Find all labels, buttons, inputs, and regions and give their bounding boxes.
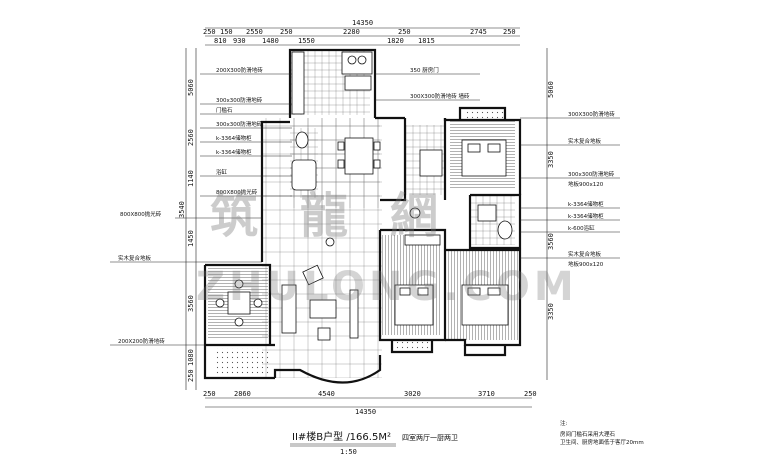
right-dim-3: 3560: [547, 233, 555, 250]
sw-table: [227, 291, 251, 315]
bottom-dimensions: 250 2860 4540 3020 3710 250 14350: [203, 390, 537, 416]
top-sub-dim-5: 1820: [387, 37, 404, 45]
top-sub-dim-6: 1815: [418, 37, 435, 45]
note-right-11: 实木复合地板: [568, 250, 602, 258]
note-right-7: 地板900x120: [568, 180, 604, 188]
furniture: [215, 51, 513, 341]
coffee-table: [309, 299, 337, 319]
note-left-6: k-3364储物柜: [216, 148, 252, 156]
bottom-dim-2: 2860: [234, 390, 251, 398]
plan-scale: 1:50: [340, 448, 357, 456]
note-left-2: 300x300防滑地砖: [216, 96, 263, 104]
top-sub-dim-2: 930: [233, 37, 246, 45]
note-left-5: k-3364储物柜: [216, 134, 252, 142]
note-right-9: k-3364储物柜: [568, 212, 604, 220]
watermark: 筑龍網 ZHULONG.COM: [196, 188, 578, 310]
top-sub-dim-1: 810: [214, 37, 227, 45]
left-dim-5: 1450: [187, 230, 195, 247]
top-dim-2: 150: [220, 28, 233, 36]
top-dimensions: 14350 250 150 2550 250 2280 250 2745 250…: [203, 19, 520, 46]
footnote-line-2: 卫生间、厨房地面低于客厅20mm: [560, 438, 644, 446]
left-dim-8: 250: [187, 369, 195, 382]
top-dim-8: 250: [503, 28, 516, 36]
left-dimensions: 5060 2560 1140 3540 1450 3560 1080 250: [178, 48, 197, 390]
left-dim-2: 2560: [187, 129, 195, 146]
note-right-8: k-3364储物柜: [568, 200, 604, 208]
top-sub-dim-4: 1550: [298, 37, 315, 45]
top-dim-1: 250: [203, 28, 216, 36]
right-dim-1: 5060: [547, 81, 555, 98]
top-total-dim: 14350: [352, 19, 373, 27]
right-dim-4: 3350: [547, 303, 555, 320]
top-dim-3: 2550: [246, 28, 263, 36]
bottom-dim-4: 3020: [404, 390, 421, 398]
plan-title: II#楼B户型 /166.5M²: [292, 430, 391, 443]
plan-subtitle: 四室两厅一厨两卫: [402, 433, 458, 442]
note-left-11: 200X200防滑地砖: [118, 337, 165, 345]
note-right-3: 300X300防滑地砖: [568, 110, 615, 118]
bottom-dim-1: 250: [203, 390, 216, 398]
note-left-7: 浴缸: [216, 168, 228, 176]
bottom-total-dim: 14350: [355, 408, 376, 416]
footnote-line-1: 房间门槛石采用大理石: [560, 430, 616, 438]
note-left-4: 300x300防滑地砖: [216, 120, 263, 128]
top-dim-6: 250: [398, 28, 411, 36]
right-dim-2: 3350: [547, 151, 555, 168]
left-dim-7: 1080: [187, 349, 195, 366]
right-dimensions: 5060 3350 3560 3350: [546, 48, 555, 380]
dining-table: [344, 137, 374, 175]
left-dim-1: 5060: [187, 79, 195, 96]
left-dim-6: 3560: [187, 295, 195, 312]
bottom-dim-5: 3710: [478, 390, 495, 398]
note-right-5: 300x300防滑地砖: [568, 170, 615, 178]
note-left-3: 门槛石: [216, 106, 233, 114]
bottom-dim-6: 250: [524, 390, 537, 398]
title-block: II#楼B户型 /166.5M² 1:50 四室两厅一厨两卫: [290, 430, 458, 456]
note-left-8: 800X800抛光砖: [216, 188, 258, 196]
watermark-latin: ZHULONG.COM: [196, 264, 578, 310]
note-left-1: 200X300防滑地砖: [216, 66, 263, 74]
note-right-10: k-600浴缸: [568, 224, 595, 232]
note-left-9: 800X800抛光砖: [120, 210, 162, 218]
bottom-dim-3: 4540: [318, 390, 335, 398]
note-right-2: 300X300防滑地砖 墙砖: [410, 92, 470, 100]
top-dim-4: 250: [280, 28, 293, 36]
right-annotations: 350 厨房门 300X300防滑地砖 墙砖 300X300防滑地砖 实木复合地…: [375, 66, 620, 268]
top-sub-dim-3: 1480: [262, 37, 279, 45]
note-left-10: 实木复合地板: [118, 254, 152, 262]
sofa: [281, 284, 297, 334]
note-right-1: 350 厨房门: [410, 66, 439, 74]
left-annotations: 200X300防滑地砖 300x300防滑地砖 门槛石 300x300防滑地砖 …: [110, 66, 292, 346]
left-dim-3: 1140: [187, 170, 195, 187]
footnote: 注: 房间门槛石采用大理石 卫生间、厨房地面低于客厅20mm: [560, 419, 644, 446]
top-dim-7: 2745: [470, 28, 487, 36]
footnote-label: 注:: [560, 419, 568, 427]
walls: [203, 48, 522, 384]
note-right-12: 地板900x120: [568, 260, 604, 268]
left-dim-4: 3540: [178, 201, 186, 218]
watermark-chinese: 筑龍網: [210, 188, 480, 244]
top-dim-5: 2280: [343, 28, 360, 36]
note-right-4: 实木复合地板: [568, 137, 602, 145]
